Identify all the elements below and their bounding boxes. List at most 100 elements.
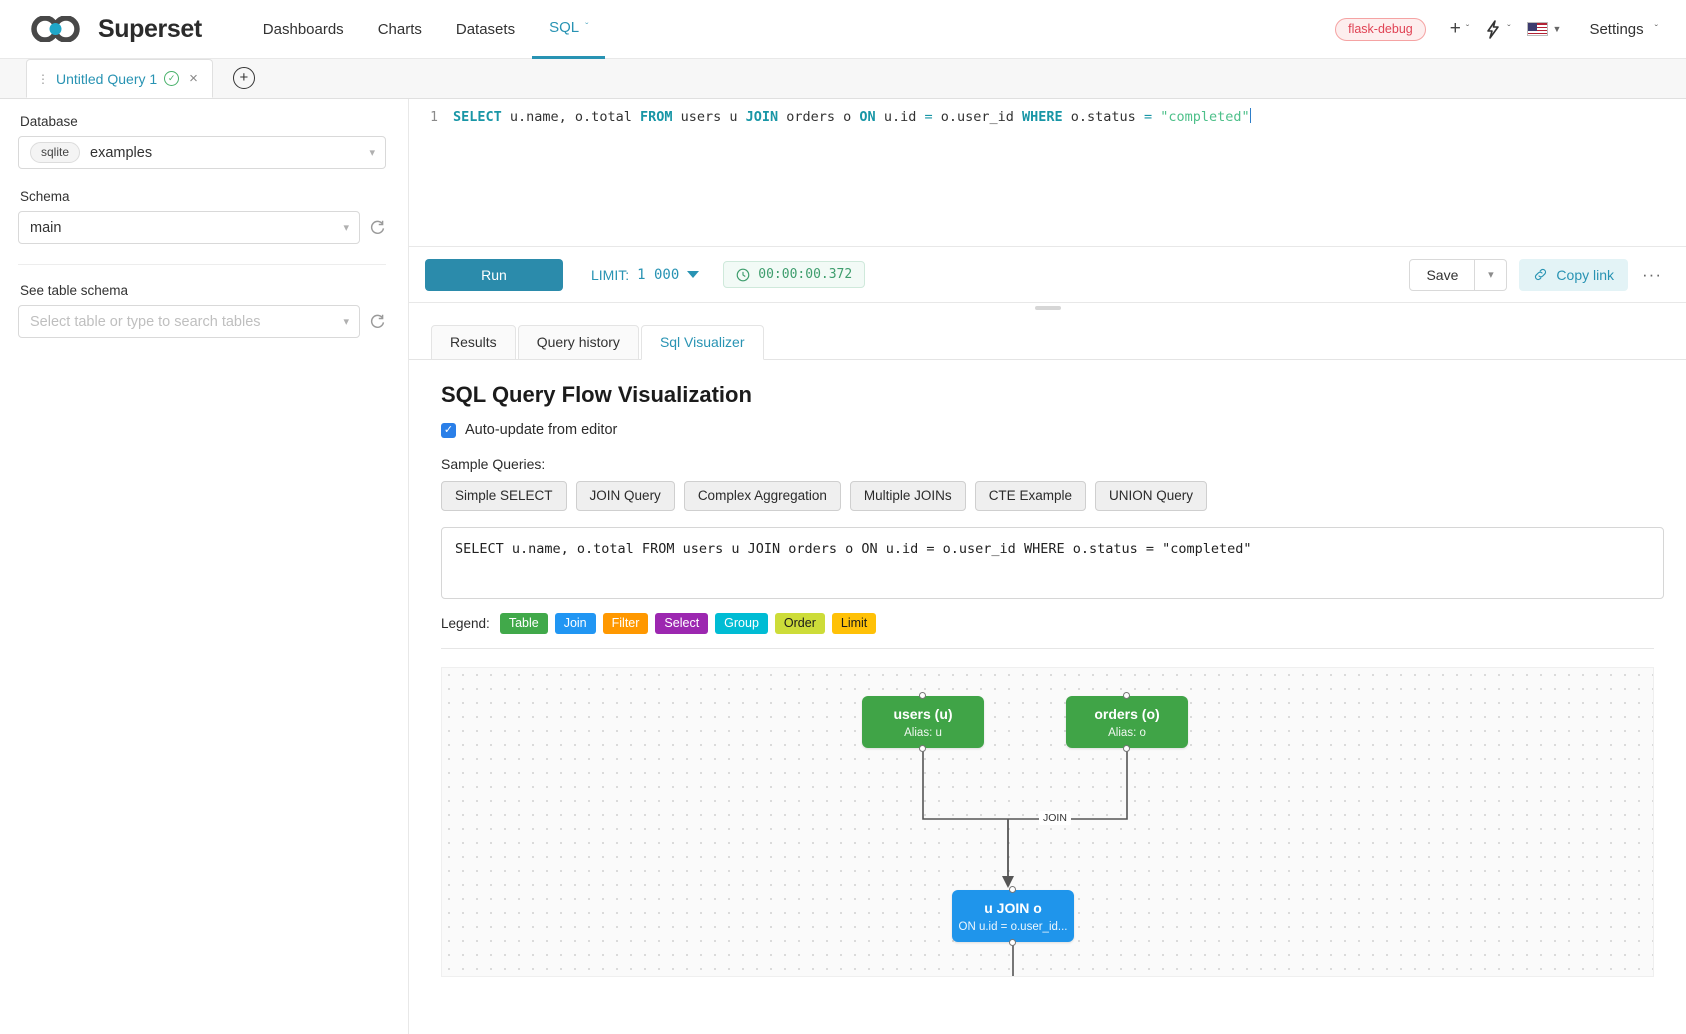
sample-queries-label: Sample Queries: — [441, 456, 546, 472]
close-icon[interactable]: × — [189, 70, 198, 87]
node-port-top — [919, 692, 926, 699]
nav-link-charts[interactable]: Charts — [361, 0, 439, 59]
drag-dots-icon: ⋮ — [37, 71, 49, 86]
nav-links: Dashboards Charts Datasets SQL ˇ — [246, 0, 606, 59]
schema-value: main — [30, 219, 62, 236]
chevron-down-icon: ˇ — [585, 22, 589, 33]
text-cursor — [1249, 108, 1251, 123]
node-port-bottom — [919, 745, 926, 752]
legend-item-join: Join — [554, 613, 596, 634]
node-subtitle: ON u.id = o.user_id... — [958, 921, 1068, 934]
settings-menu-button[interactable]: Settings ˇ — [1571, 17, 1664, 42]
sample-button-cte-example[interactable]: CTE Example — [974, 481, 1086, 511]
superset-logo-icon — [31, 16, 80, 42]
query-tab-strip: ⋮ Untitled Query 1 ✓ × + — [0, 59, 1686, 99]
node-port-top — [1009, 886, 1016, 893]
run-button[interactable]: Run — [425, 258, 563, 291]
link-icon — [1535, 268, 1547, 281]
refresh-tables-icon[interactable] — [369, 313, 386, 330]
brand-name: Superset — [98, 14, 202, 43]
left-panel: Database sqlite examples ▾ Schema main ▾… — [0, 99, 409, 1034]
legend: Legend: Table Join Filter Select Group O… — [441, 613, 1654, 649]
result-tabs: Results Query history Sql Visualizer — [409, 310, 1686, 360]
edge-label-join: JOIN — [1039, 811, 1071, 825]
bolt-menu-button[interactable]: ˇ — [1479, 16, 1516, 43]
sample-button-union-query[interactable]: UNION Query — [1094, 481, 1207, 511]
flow-node-orders[interactable]: orders (o) Alias: o — [1066, 692, 1188, 752]
save-group: Save ▾ — [1409, 258, 1508, 291]
caret-down-icon — [687, 271, 700, 278]
clock-icon — [736, 268, 750, 281]
auto-update-label: Auto-update from editor — [465, 422, 618, 438]
flow-canvas[interactable]: JOIN users (u) Alias: u orders (o) Alias… — [441, 667, 1654, 977]
nav-link-dashboards[interactable]: Dashboards — [246, 0, 361, 59]
legend-item-group: Group — [715, 613, 768, 634]
node-subtitle: Alias: o — [1108, 727, 1146, 740]
top-navbar: Superset Dashboards Charts Datasets SQL … — [0, 0, 1686, 59]
tab-label: Query history — [536, 334, 620, 350]
flow-node-users[interactable]: users (u) Alias: u — [862, 692, 984, 752]
sample-button-complex-aggregation[interactable]: Complex Aggregation — [683, 481, 841, 511]
editor-code[interactable]: SELECT u.name, o.total FROM users u JOIN… — [453, 108, 1251, 125]
schema-select[interactable]: main ▾ — [18, 211, 360, 244]
chevron-down-icon: ▾ — [343, 222, 349, 234]
save-dropdown-button[interactable]: ▾ — [1475, 258, 1508, 291]
sql-editor[interactable]: 1 SELECT u.name, o.total FROM users u JO… — [409, 99, 1686, 247]
node-port-bottom — [1123, 745, 1130, 752]
chevron-down-icon: ▾ — [343, 316, 349, 328]
refresh-schema-icon[interactable] — [369, 219, 386, 236]
nav-link-sql[interactable]: SQL ˇ — [532, 0, 606, 59]
legend-label: Legend: — [441, 616, 490, 631]
sql-visualizer-panel: SQL Query Flow Visualization ✓ Auto-upda… — [409, 360, 1686, 1034]
limit-value: 1 000 — [637, 266, 680, 283]
nav-link-label: Charts — [377, 20, 422, 38]
panel-divider — [18, 264, 386, 265]
flow-node-join[interactable]: u JOIN o ON u.id = o.user_id... — [952, 886, 1074, 946]
database-value: examples — [90, 144, 153, 161]
add-query-tab-button[interactable]: + — [232, 67, 255, 89]
chevron-down-icon: ˇ — [1465, 23, 1470, 35]
copy-link-button[interactable]: Copy link — [1519, 258, 1629, 291]
panel-resize-handle[interactable] — [1034, 306, 1061, 310]
settings-label: Settings — [1589, 20, 1644, 38]
line-number: 1 — [430, 110, 438, 125]
database-label: Database — [20, 114, 78, 129]
query-tab-untitled-query-1[interactable]: ⋮ Untitled Query 1 ✓ × — [26, 59, 213, 98]
more-options-icon[interactable]: ··· — [1642, 264, 1662, 284]
page-title: SQL Query Flow Visualization — [441, 382, 752, 407]
brand[interactable]: Superset — [30, 15, 202, 44]
query-tab-label: Untitled Query 1 — [56, 70, 158, 87]
sample-button-multiple-joins[interactable]: Multiple JOINs — [849, 481, 966, 511]
legend-item-filter: Filter — [602, 613, 649, 634]
node-title: users (u) — [893, 705, 953, 722]
save-button[interactable]: Save — [1409, 258, 1476, 291]
sample-button-join-query[interactable]: JOIN Query — [575, 481, 675, 511]
tab-query-history[interactable]: Query history — [517, 325, 639, 360]
new-menu-button[interactable]: + ˇ — [1444, 14, 1475, 44]
tab-label: Results — [450, 334, 497, 350]
visualizer-sql-input[interactable] — [441, 527, 1664, 599]
table-select[interactable]: Select table or type to search tables ▾ — [18, 305, 360, 338]
tab-results[interactable]: Results — [431, 325, 516, 360]
sample-button-simple-select[interactable]: Simple SELECT — [441, 481, 567, 511]
legend-item-order: Order — [774, 613, 825, 634]
chevron-down-icon: ▾ — [369, 147, 375, 159]
limit-dropdown[interactable]: LIMIT: 1 000 — [591, 266, 700, 283]
schema-row: main ▾ — [18, 211, 386, 244]
schema-label: Schema — [20, 189, 70, 204]
table-placeholder: Select table or type to search tables — [30, 313, 261, 330]
language-menu-button[interactable]: ▼ — [1521, 18, 1568, 40]
auto-update-checkbox[interactable]: ✓ — [441, 422, 456, 438]
bolt-icon — [1487, 19, 1499, 39]
legend-item-select: Select — [655, 613, 709, 634]
nav-link-datasets[interactable]: Datasets — [439, 0, 532, 59]
navbar-right: flask-debug + ˇ ˇ ▼ Settings ˇ — [1335, 14, 1664, 44]
table-schema-label: See table schema — [20, 283, 129, 298]
caret-down-icon: ▼ — [1552, 24, 1562, 34]
table-schema-row: Select table or type to search tables ▾ — [18, 305, 386, 338]
us-flag-icon — [1526, 22, 1548, 36]
tab-sql-visualizer[interactable]: Sql Visualizer — [640, 325, 764, 360]
database-select[interactable]: sqlite examples ▾ — [18, 136, 386, 169]
chevron-down-icon: ˇ — [1507, 23, 1511, 35]
plus-icon: + — [1449, 18, 1461, 39]
